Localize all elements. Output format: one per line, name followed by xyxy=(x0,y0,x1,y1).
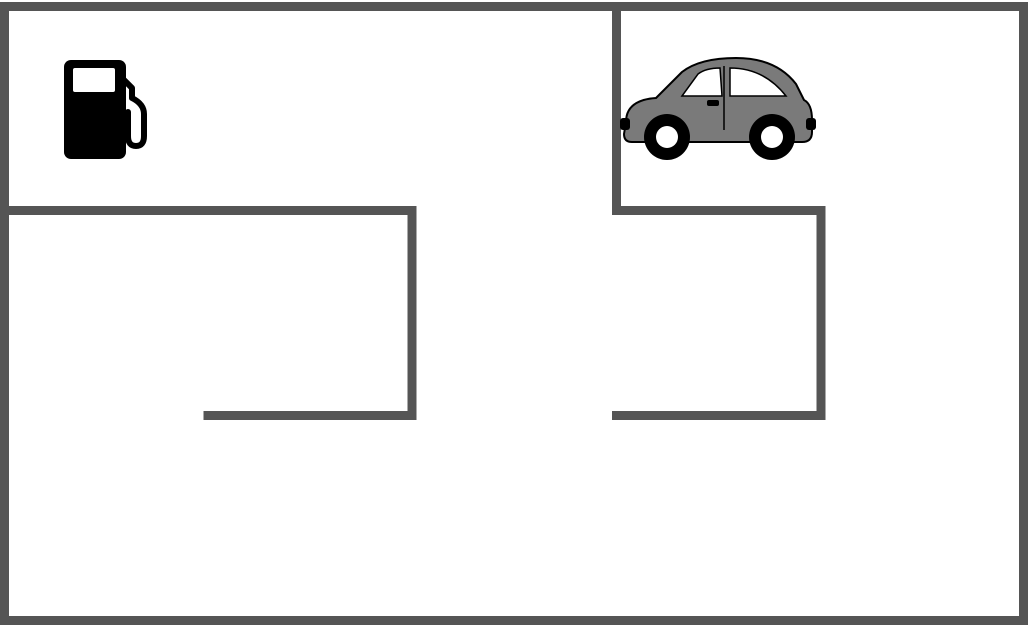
maze-board xyxy=(0,0,1028,627)
maze-floor xyxy=(0,0,1028,627)
maze-svg xyxy=(0,0,1028,627)
